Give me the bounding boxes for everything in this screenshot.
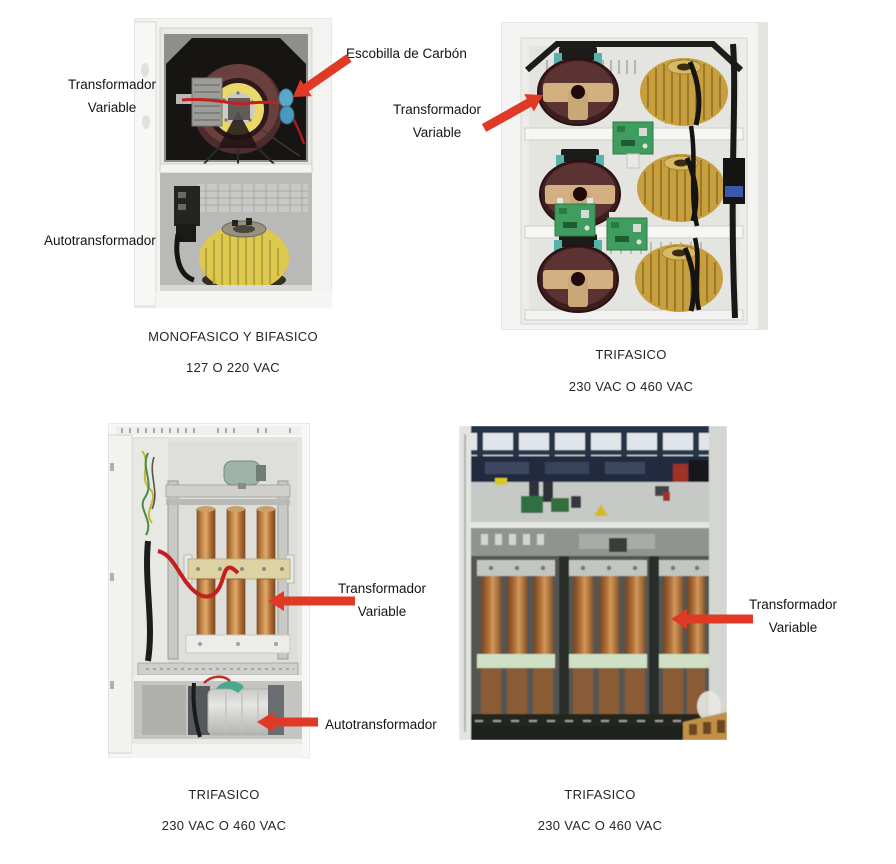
annotation-line: Transformador — [67, 77, 157, 92]
drive-motor — [223, 460, 266, 489]
annotation-autotransformador-top-left: Autotransformador — [44, 233, 156, 248]
caption-text: TRIFASICO — [595, 347, 667, 362]
relay-box — [723, 158, 745, 204]
cabinet-door — [134, 21, 157, 307]
annotation-line: Variable — [768, 620, 818, 635]
caption-text: 230 VAC O 460 VAC — [161, 818, 287, 833]
caption-text: 230 VAC O 460 VAC — [568, 379, 694, 394]
variable-transformer-columns — [196, 506, 276, 560]
top-beam — [467, 456, 719, 483]
trifasico-column-illustration — [108, 423, 310, 758]
annotation-line: Transformador — [392, 102, 482, 117]
red-cable — [157, 549, 240, 599]
annotation-transformador-variable-top-left: Transformador Variable — [37, 73, 187, 119]
annotation-line: Variable — [357, 604, 407, 619]
photo-trifasico-open-transformer — [459, 426, 727, 740]
photo-trifasico-toroidal-cabinet — [501, 22, 768, 330]
gold-toroid — [640, 58, 728, 126]
annotation-line: Transformador — [337, 581, 427, 596]
variable-transformer-columns — [477, 560, 711, 714]
gold-toroid — [637, 154, 725, 222]
annotation-autotransformador-bottom-left: Autotransformador — [325, 717, 437, 732]
caption-text: TRIFASICO — [564, 787, 636, 802]
monofasico-cabinet-illustration — [134, 18, 332, 308]
caption-text: 127 O 220 VAC — [186, 360, 280, 375]
control-pcb — [606, 211, 648, 251]
control-pcb — [612, 115, 654, 155]
inner-frame — [525, 41, 744, 73]
photo-trifasico-column-cabinet — [108, 423, 310, 758]
cabinet-door — [108, 434, 133, 754]
contactor-block — [174, 186, 200, 242]
caption-text: MONOFASICO Y BIFASICO — [148, 329, 318, 344]
autotransformer-cylinder — [142, 675, 284, 738]
annotation-line: Transformador — [748, 597, 838, 612]
control-pcb — [554, 197, 596, 237]
annotation-transformador-variable-bottom-left: Transformador Variable — [307, 577, 457, 623]
red-wire — [181, 98, 241, 106]
caption-text: TRIFASICO — [188, 787, 260, 802]
photo-monofasico-cabinet — [134, 18, 332, 308]
mid-band — [467, 528, 719, 558]
annotation-line: Variable — [412, 125, 462, 140]
annotation-line: Variable — [87, 100, 137, 115]
caption-text: 230 VAC O 460 VAC — [537, 818, 663, 833]
wooden-pallet — [683, 712, 727, 740]
trifasico-toroidal-illustration — [501, 22, 768, 330]
mesh-panel — [198, 184, 308, 212]
trifasico-photo-illustration — [459, 426, 727, 740]
annotation-escobilla-de-carbon: Escobilla de Carbón — [346, 46, 467, 61]
gold-toroid — [635, 244, 723, 312]
cable-bundle — [729, 43, 738, 319]
annotation-transformador-variable-top-right: Transformador Variable — [362, 98, 512, 144]
carbon-brush — [278, 88, 295, 125]
housing-band — [467, 478, 719, 528]
annotation-transformador-variable-bottom-right: Transformador Variable — [718, 593, 868, 639]
